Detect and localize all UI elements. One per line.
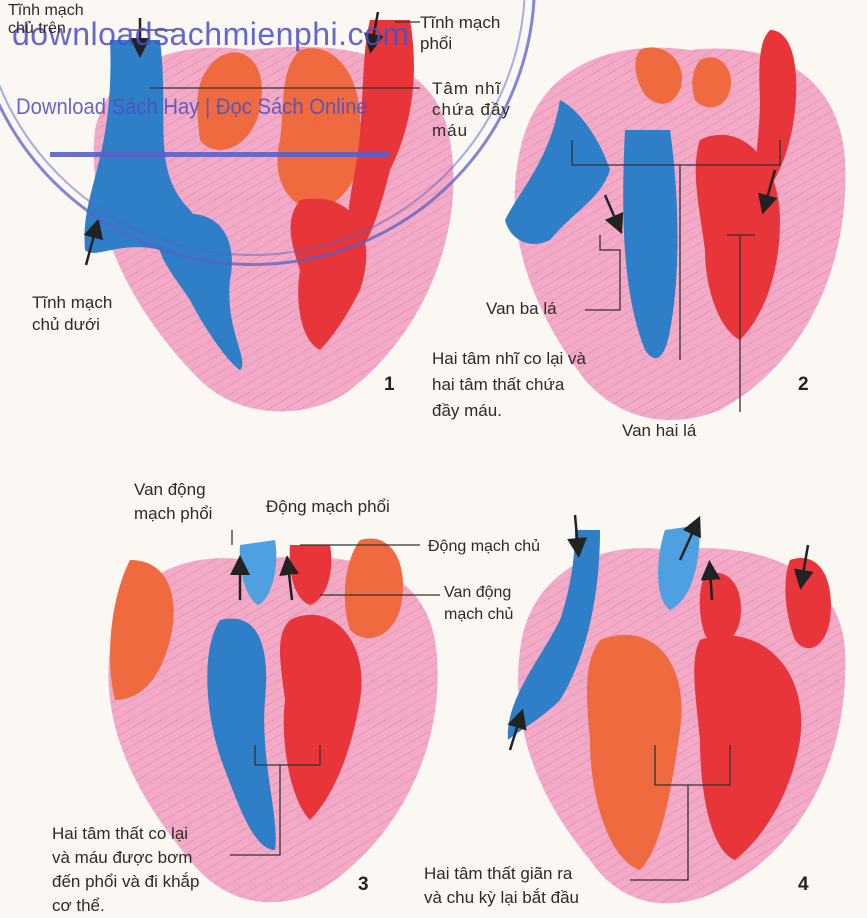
left-atrium: [692, 57, 731, 107]
label-aortic-valve: Van động mạch chủ: [444, 582, 513, 626]
label-superior-vena-cava: Tĩnh mạch chủ trên: [8, 2, 84, 38]
heart-panel-4: [508, 515, 846, 903]
label-aorta: Động mạch chủ: [428, 536, 540, 558]
caption-panel-2: Hai tâm nhĩ co lại và hai tâm thất chứa …: [432, 346, 586, 424]
label-atria-full: Tâm nhĩ chứa đầy máu: [432, 78, 511, 141]
caption-panel-4: Hai tâm thất giãn ra và chu kỳ lại bắt đ…: [424, 862, 579, 910]
panel-number-2: 2: [798, 374, 809, 396]
label-mitral-valve: Van hai lá: [622, 420, 696, 442]
label-pulmonary-valve: Van động mạch phổi: [134, 478, 212, 526]
label-tricuspid-valve: Van ba lá: [486, 298, 557, 320]
panel-number-1: 1: [384, 374, 395, 396]
label-inferior-vena-cava: Tĩnh mạch chủ dưới: [32, 292, 112, 336]
watermark-underline: [50, 152, 390, 157]
panel-number-3: 3: [358, 874, 369, 896]
label-pulmonary-artery: Động mạch phổi: [266, 496, 390, 518]
panel-number-4: 4: [798, 874, 809, 896]
caption-panel-3: Hai tâm thất co lại và máu được bơm đến …: [52, 822, 199, 918]
watermark-tagline: Download Sách Hay | Đọc Sách Online: [16, 94, 368, 120]
label-pulmonary-vein: Tĩnh mạch phổi: [420, 12, 500, 54]
